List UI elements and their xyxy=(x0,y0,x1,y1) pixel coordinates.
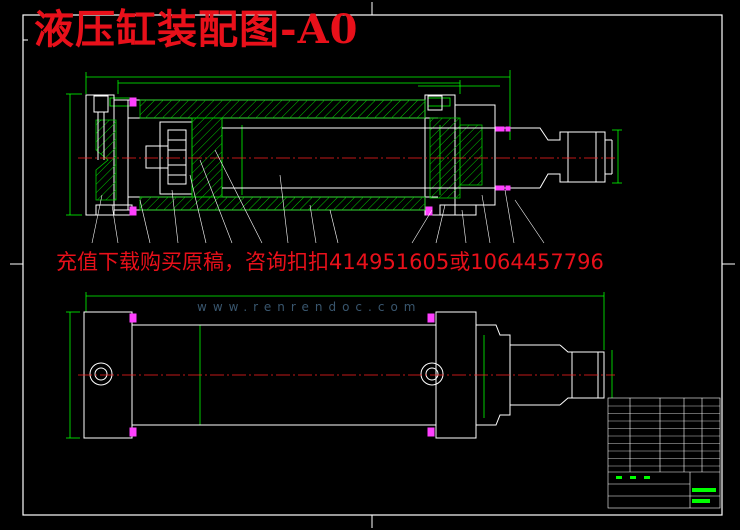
title-block-rows xyxy=(608,405,720,467)
seals xyxy=(129,97,511,216)
dimension-lines-bottom xyxy=(66,292,613,439)
drawing-title: 液压缸装配图-A0 xyxy=(34,6,359,53)
seals-bottom xyxy=(129,313,435,437)
dimension-lines-top xyxy=(66,70,622,216)
piston xyxy=(145,117,223,198)
external-view xyxy=(66,292,615,439)
title-block xyxy=(607,397,721,509)
bolts xyxy=(93,95,477,216)
title-block-marks xyxy=(616,476,716,503)
piston-rod xyxy=(222,127,613,189)
drawing-frame xyxy=(10,2,735,528)
section-view xyxy=(66,70,622,244)
part-leaders xyxy=(91,149,545,244)
promo-text: 充值下载购买原稿，咨询扣扣414951605或1064457796 xyxy=(56,250,604,274)
barrel-wall-hatch xyxy=(95,99,483,211)
watermark-text: www.renrendoc.com xyxy=(197,300,422,314)
